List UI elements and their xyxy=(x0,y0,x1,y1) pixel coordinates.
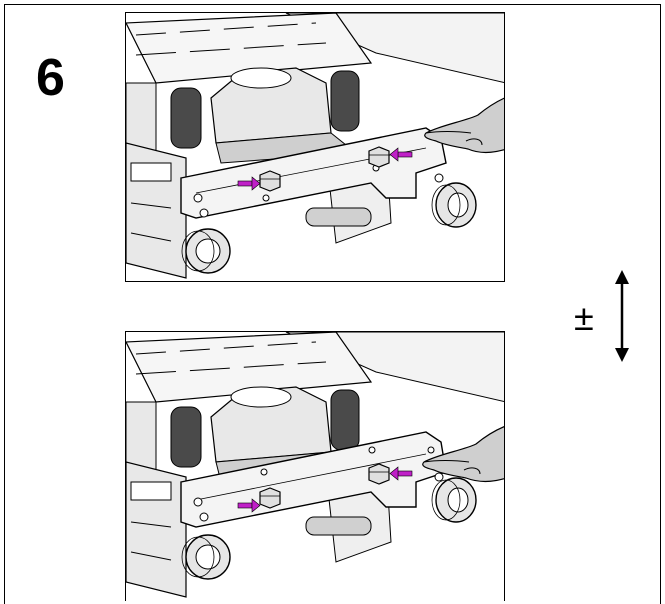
up-down-arrow-icon xyxy=(615,270,629,362)
pointer-arrow-right xyxy=(389,466,413,481)
instruction-frame xyxy=(4,4,661,604)
bottom-illustration-panel xyxy=(125,331,505,601)
pointing-hand-icon xyxy=(422,426,504,483)
pointer-arrow-right xyxy=(389,147,413,162)
top-illustration-panel xyxy=(125,12,505,282)
pointing-hand-icon xyxy=(424,97,504,154)
pointer-arrow-left xyxy=(237,498,261,513)
step-number: 6 xyxy=(36,49,65,107)
plus-minus-symbol: ± xyxy=(574,297,594,338)
tilt-bracket-illustration-top xyxy=(126,13,504,281)
bolt-right xyxy=(368,463,390,485)
pointer-arrow-left xyxy=(237,176,261,191)
bolt-left xyxy=(259,487,281,509)
wheel-right xyxy=(431,477,477,523)
wheel-left xyxy=(181,534,231,580)
bolt-left xyxy=(259,170,281,192)
wheel-left xyxy=(181,228,231,274)
tilt-bracket-illustration-bottom xyxy=(126,332,504,601)
bolt-right xyxy=(368,146,390,168)
wheel-right xyxy=(431,182,477,228)
